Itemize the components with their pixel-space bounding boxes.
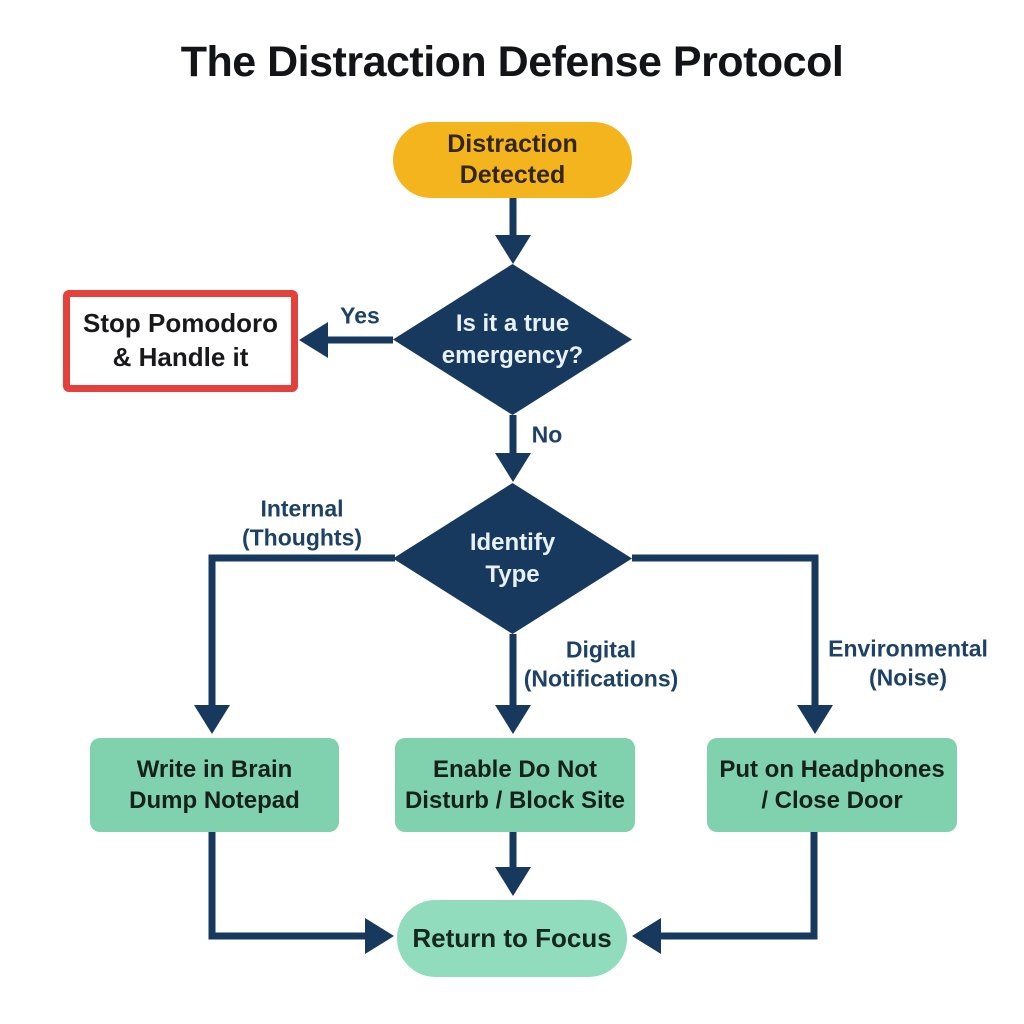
arrowhead-environmental [797, 705, 833, 734]
decision-emergency: Is it a true emergency? [393, 264, 632, 415]
edge-label-no: No [531, 421, 563, 448]
arrowhead-no [495, 453, 531, 482]
edge-label-environmental: Environmental (Noise) [828, 635, 988, 690]
edge-label-internal: Internal (Thoughts) [241, 495, 363, 550]
arrowhead-start-to-emergency [495, 235, 531, 264]
arrowhead-environmental-to-return [632, 918, 661, 954]
edge-environmental-to-return [658, 832, 818, 940]
action-do-not-disturb: Enable Do Not Disturb / Block Site [395, 738, 635, 832]
arrowhead-internal [194, 705, 230, 734]
action-brain-dump: Write in Brain Dump Notepad [90, 738, 339, 832]
page-title: The Distraction Defense Protocol [180, 38, 844, 86]
edge-label-yes: Yes [340, 302, 380, 329]
action-stop-pomodoro: Stop Pomodoro & Handle it [63, 290, 298, 392]
arrowhead-yes [299, 322, 328, 358]
edge-internal [208, 554, 395, 708]
action-headphones: Put on Headphones / Close Door [707, 738, 957, 832]
decision-identify-type: Identify Type [393, 483, 632, 634]
start-node-distraction-detected: Distraction Detected [393, 122, 632, 198]
end-node-return-to-focus: Return to Focus [397, 900, 627, 977]
arrowhead-digital-to-return [495, 867, 531, 896]
edge-internal-to-return [208, 832, 368, 940]
edge-label-digital: Digital (Notifications) [523, 636, 679, 691]
arrowhead-internal-to-return [365, 918, 394, 954]
arrowhead-digital [495, 705, 531, 734]
